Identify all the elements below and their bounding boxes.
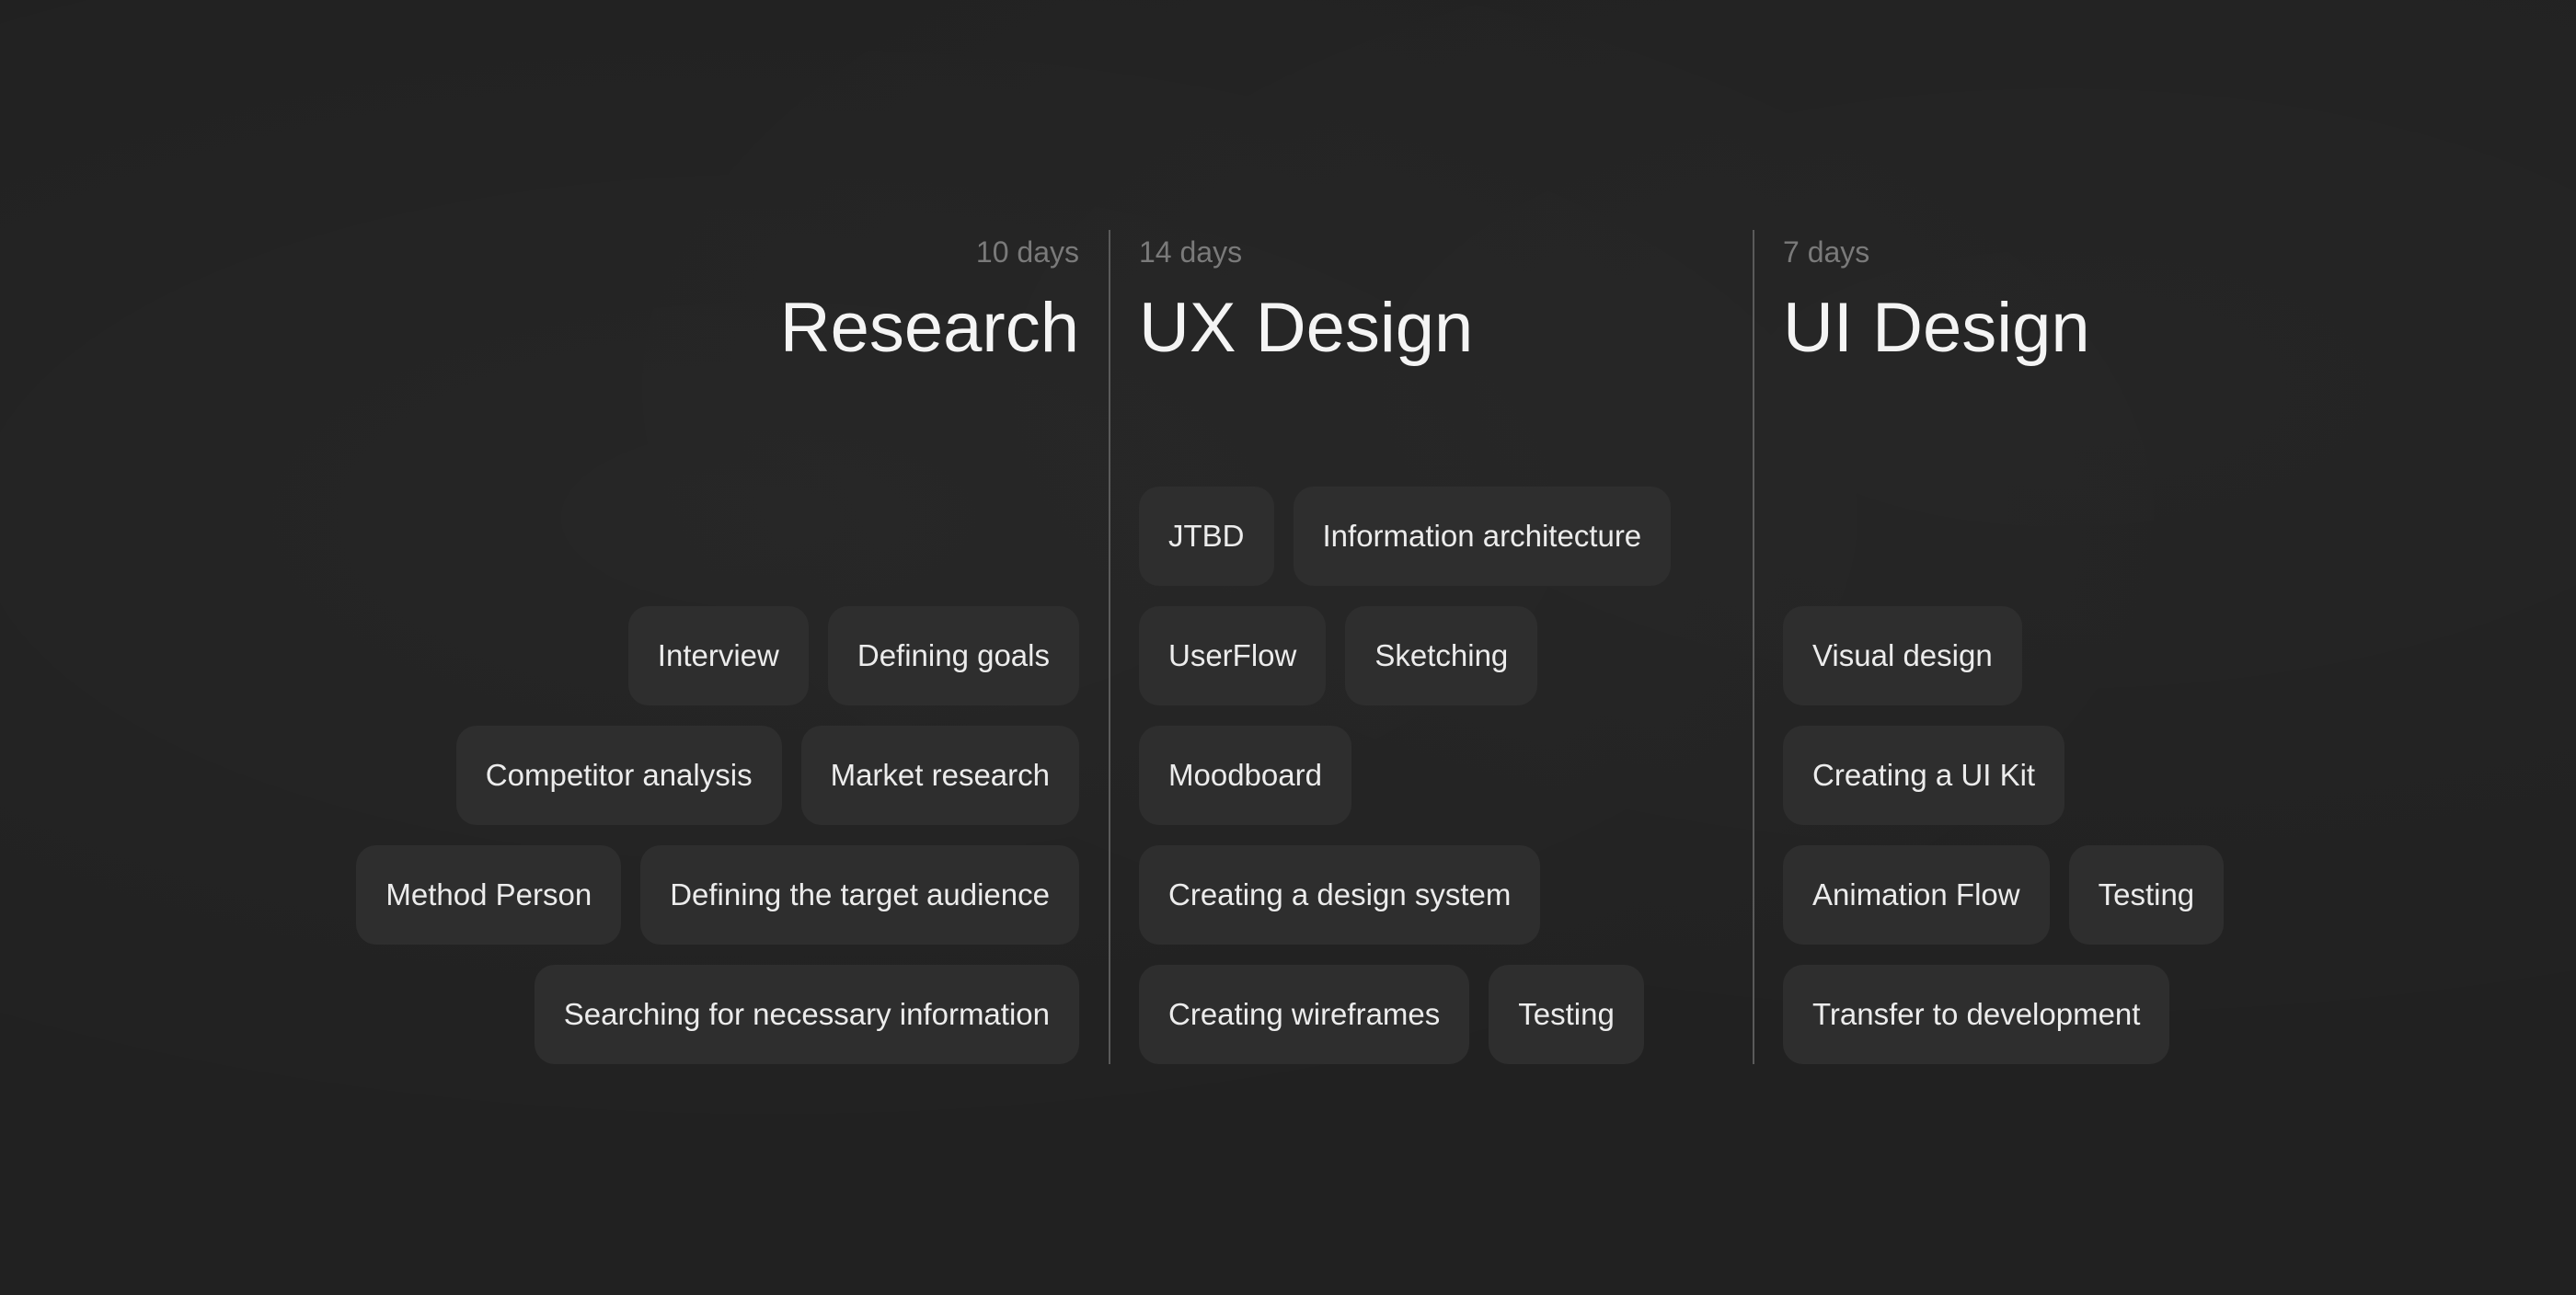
duration-label: 7 days [1783, 235, 1870, 269]
task-chip: Method Person [356, 845, 622, 945]
task-chip: UserFlow [1139, 606, 1327, 705]
task-chip: Creating wireframes [1139, 965, 1470, 1064]
chip-row: Visual design [1783, 606, 2427, 705]
stage-title: Research [779, 289, 1079, 367]
chip-row: Creating a design system [1139, 845, 1737, 945]
column-divider [1753, 230, 1754, 1064]
task-chip: Searching for necessary information [534, 965, 1079, 1064]
chip-row: Transfer to development [1783, 965, 2427, 1064]
task-chip: Moodboard [1139, 726, 1351, 825]
column-divider [1109, 230, 1110, 1064]
task-chip: Creating a design system [1139, 845, 1541, 945]
task-chip: Market research [800, 726, 1079, 825]
chip-row: Moodboard [1139, 726, 1737, 825]
chip-row: Searching for necessary information [356, 965, 1079, 1064]
task-chip: Testing [1489, 965, 1644, 1064]
task-chip: Transfer to development [1783, 965, 2170, 1064]
task-chip: Competitor analysis [455, 726, 782, 825]
task-chip: Interview [627, 606, 809, 705]
duration-label: 10 days [975, 235, 1079, 269]
stage-title: UI Design [1783, 289, 2090, 367]
task-chip: Visual design [1783, 606, 2022, 705]
duration-label: 14 days [1139, 235, 1243, 269]
stage-title: UX Design [1139, 289, 1474, 367]
task-chip: Testing [2068, 845, 2225, 945]
task-chip: JTBD [1139, 487, 1274, 586]
task-chip: Creating a UI Kit [1783, 726, 2065, 825]
chip-row: Creating a UI Kit [1783, 726, 2427, 825]
task-chip: Animation Flow [1783, 845, 2050, 945]
task-chip: Defining goals [827, 606, 1079, 705]
task-chip: Information architecture [1293, 487, 1672, 586]
task-chip: Sketching [1345, 606, 1538, 705]
task-chip: Defining the target audience [640, 845, 1079, 945]
